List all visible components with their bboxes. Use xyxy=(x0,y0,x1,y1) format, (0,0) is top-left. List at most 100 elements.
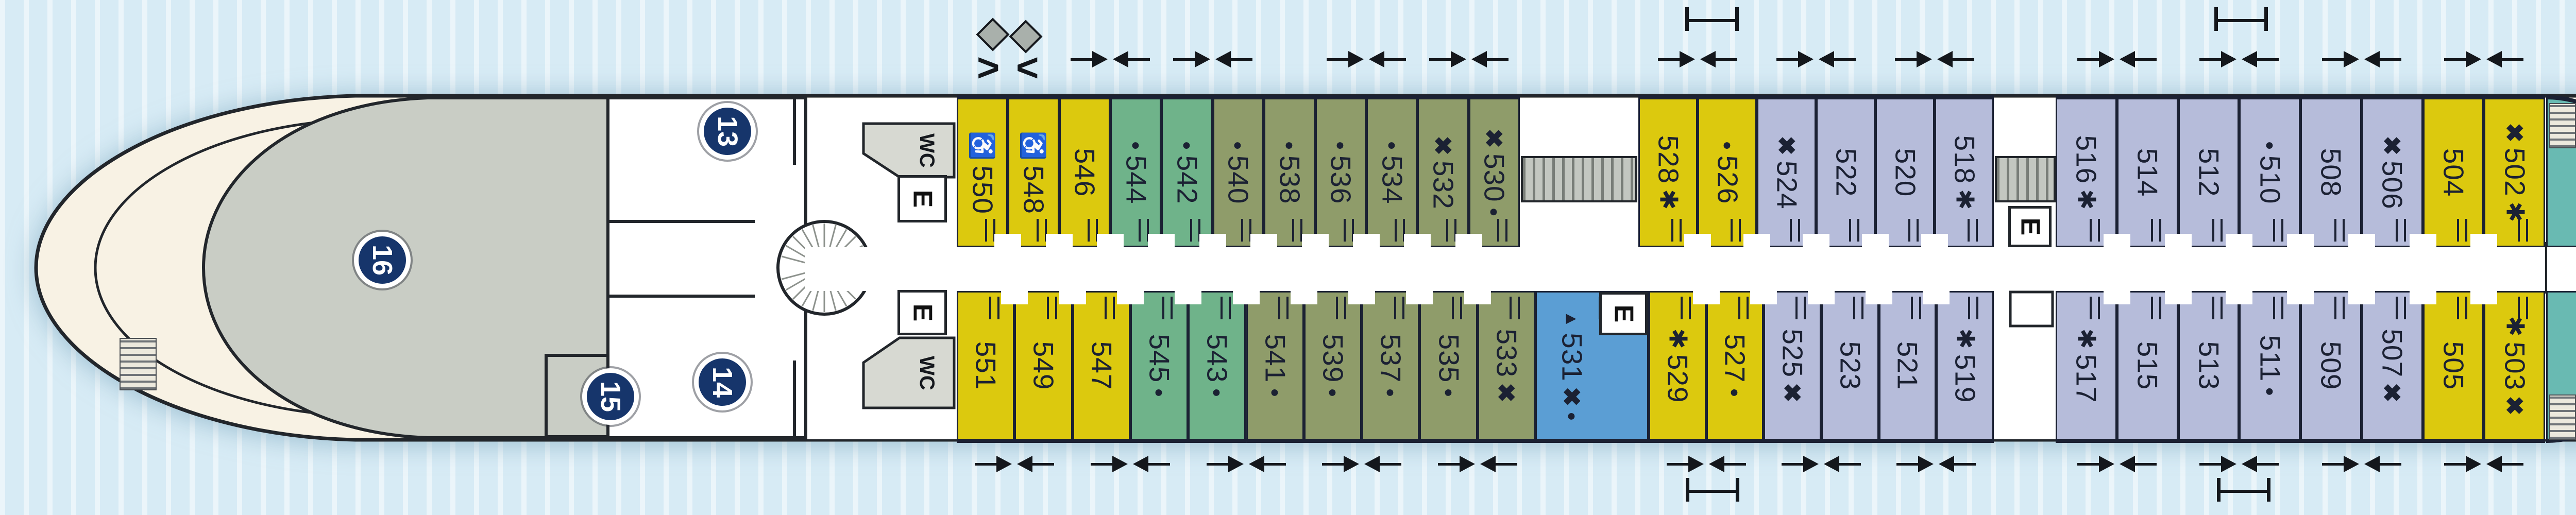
cabin-528[interactable]: 528✱ xyxy=(1638,95,1698,247)
cabin-502[interactable]: ✖502✱ xyxy=(2484,95,2545,247)
wc-label: WC xyxy=(915,355,938,390)
cabin-door xyxy=(2103,234,2130,247)
chevron-left-icon: < xyxy=(1016,46,1039,90)
gangway-icon xyxy=(1521,156,1637,202)
elevator-box: E xyxy=(897,175,947,222)
cabin-door xyxy=(2409,234,2436,247)
cabin-551[interactable]: 551 xyxy=(957,291,1015,443)
window-arrows-icon xyxy=(1206,455,1286,473)
cabin-506[interactable]: ✖506 xyxy=(2361,95,2423,247)
cabin-530[interactable]: ✖530● xyxy=(1468,95,1520,247)
cabin-550[interactable]: ♿550 xyxy=(957,95,1008,247)
cabin-543[interactable]: 543● xyxy=(1188,291,1246,443)
cabin-517[interactable]: ✱517 xyxy=(2056,291,2117,443)
cabin-541[interactable]: 541● xyxy=(1246,291,1304,443)
cabin-door xyxy=(2470,291,2498,304)
cabin-542[interactable]: ●542 xyxy=(1161,95,1213,247)
cabin-door xyxy=(1059,291,1086,304)
cabin-door xyxy=(1803,234,1829,247)
window-arrows-icon xyxy=(2199,50,2279,68)
cabin-door xyxy=(1116,291,1144,304)
cabin-508[interactable]: 508 xyxy=(2300,95,2362,247)
cabin-547[interactable]: 547 xyxy=(1072,291,1130,443)
window-arrows-icon xyxy=(1782,455,1861,473)
cabin-525[interactable]: 525✖ xyxy=(1764,291,1821,443)
cabin-door xyxy=(1232,291,1260,304)
cabin-509[interactable]: 509 xyxy=(2300,291,2362,443)
cabin-545[interactable]: 545● xyxy=(1130,291,1189,443)
chevron-right-icon: > xyxy=(977,46,1000,90)
cabin-door xyxy=(1750,291,1777,304)
cabin-door xyxy=(2348,291,2375,304)
cabin-507[interactable]: 507✖ xyxy=(2361,291,2423,443)
cabin-door xyxy=(1250,234,1278,247)
cabin-503[interactable]: ✱503✖ xyxy=(2484,291,2545,443)
cabin-524[interactable]: ✖524 xyxy=(1757,95,1816,247)
cabin-door xyxy=(994,234,1022,247)
cabin-537[interactable]: 537● xyxy=(1362,291,1420,443)
cabin-505[interactable]: 505 xyxy=(2422,291,2484,443)
cabin-door xyxy=(2348,234,2375,247)
cabin-531[interactable]: ▲531✖● xyxy=(1535,291,1649,443)
cabin-door xyxy=(1921,234,1948,247)
window-arrows-icon xyxy=(2321,455,2401,473)
cabin-door xyxy=(1684,234,1711,247)
cabin-515[interactable]: 515 xyxy=(2116,291,2178,443)
stairs-icon xyxy=(2549,394,2576,440)
cabin-544[interactable]: ●544 xyxy=(1110,95,1162,247)
window-arrows-icon xyxy=(2199,455,2279,473)
cabin-521[interactable]: 521 xyxy=(1878,291,1937,443)
cabin-536[interactable]: ●536 xyxy=(1315,95,1366,247)
window-arrows-icon xyxy=(1322,455,1402,473)
cabin-door xyxy=(2226,291,2253,304)
cabin-546[interactable]: 546 xyxy=(1059,95,1111,247)
cabin-540[interactable]: ●540 xyxy=(1212,95,1264,247)
elevator-box: E xyxy=(1599,292,1648,335)
window-arrows-icon xyxy=(1666,455,1746,473)
cabin-513[interactable]: 513 xyxy=(2178,291,2240,443)
stern-bulwark-line xyxy=(94,118,359,418)
cabin-door xyxy=(2226,234,2253,247)
window-arrows-icon xyxy=(1437,455,1517,473)
cabin-549[interactable]: 549 xyxy=(1014,291,1073,443)
elevator-box: E xyxy=(897,290,947,335)
stairs-icon xyxy=(2549,103,2576,148)
cabin-door xyxy=(1148,234,1175,247)
stern-ladder-icon xyxy=(120,338,157,390)
cabin-523[interactable]: 523 xyxy=(1821,291,1879,443)
cabin-door xyxy=(1352,234,1380,247)
window-arrows-icon xyxy=(1090,455,1170,473)
cabin-door xyxy=(2470,234,2498,247)
cabin-516[interactable]: 516✱ xyxy=(2056,95,2117,247)
cabin-522[interactable]: 522 xyxy=(1816,95,1875,247)
cabin-532[interactable]: ✖532 xyxy=(1417,95,1469,247)
cabin-512[interactable]: 512 xyxy=(2178,95,2240,247)
cabin-511[interactable]: 511● xyxy=(2239,291,2300,443)
cabin-527[interactable]: 527● xyxy=(1706,291,1764,443)
window-arrows-icon xyxy=(2077,50,2157,68)
cabin-519[interactable]: ✱519 xyxy=(1936,291,1994,443)
window-arrows-icon xyxy=(1658,50,1737,68)
cabin-533[interactable]: 533✖ xyxy=(1477,291,1535,443)
cabin-door xyxy=(1464,291,1491,304)
marker-13: 13 xyxy=(699,103,756,160)
cabin-534[interactable]: ●534 xyxy=(1366,95,1418,247)
cabin-518[interactable]: 518✱ xyxy=(1935,95,1994,247)
cabin-520[interactable]: 520 xyxy=(1875,95,1935,247)
window-arrows-icon xyxy=(975,455,1055,473)
window-arrows-icon xyxy=(2444,455,2524,473)
cabin-529[interactable]: ✱529 xyxy=(1649,291,1706,443)
cabin-504[interactable]: 504 xyxy=(2422,95,2484,247)
cabin-526[interactable]: ●526 xyxy=(1698,95,1757,247)
cabin-548[interactable]: ♿548 xyxy=(1008,95,1059,247)
cabin-510[interactable]: ●510 xyxy=(2239,95,2300,247)
cabin-door xyxy=(1923,291,1950,304)
cabin-535[interactable]: 535● xyxy=(1419,291,1478,443)
cabin-door xyxy=(1097,234,1124,247)
cabin-539[interactable]: 539● xyxy=(1303,291,1362,443)
cabin-538[interactable]: ●538 xyxy=(1264,95,1315,247)
cabin-514[interactable]: 514 xyxy=(2116,95,2178,247)
mooring-icon xyxy=(1685,7,1739,31)
